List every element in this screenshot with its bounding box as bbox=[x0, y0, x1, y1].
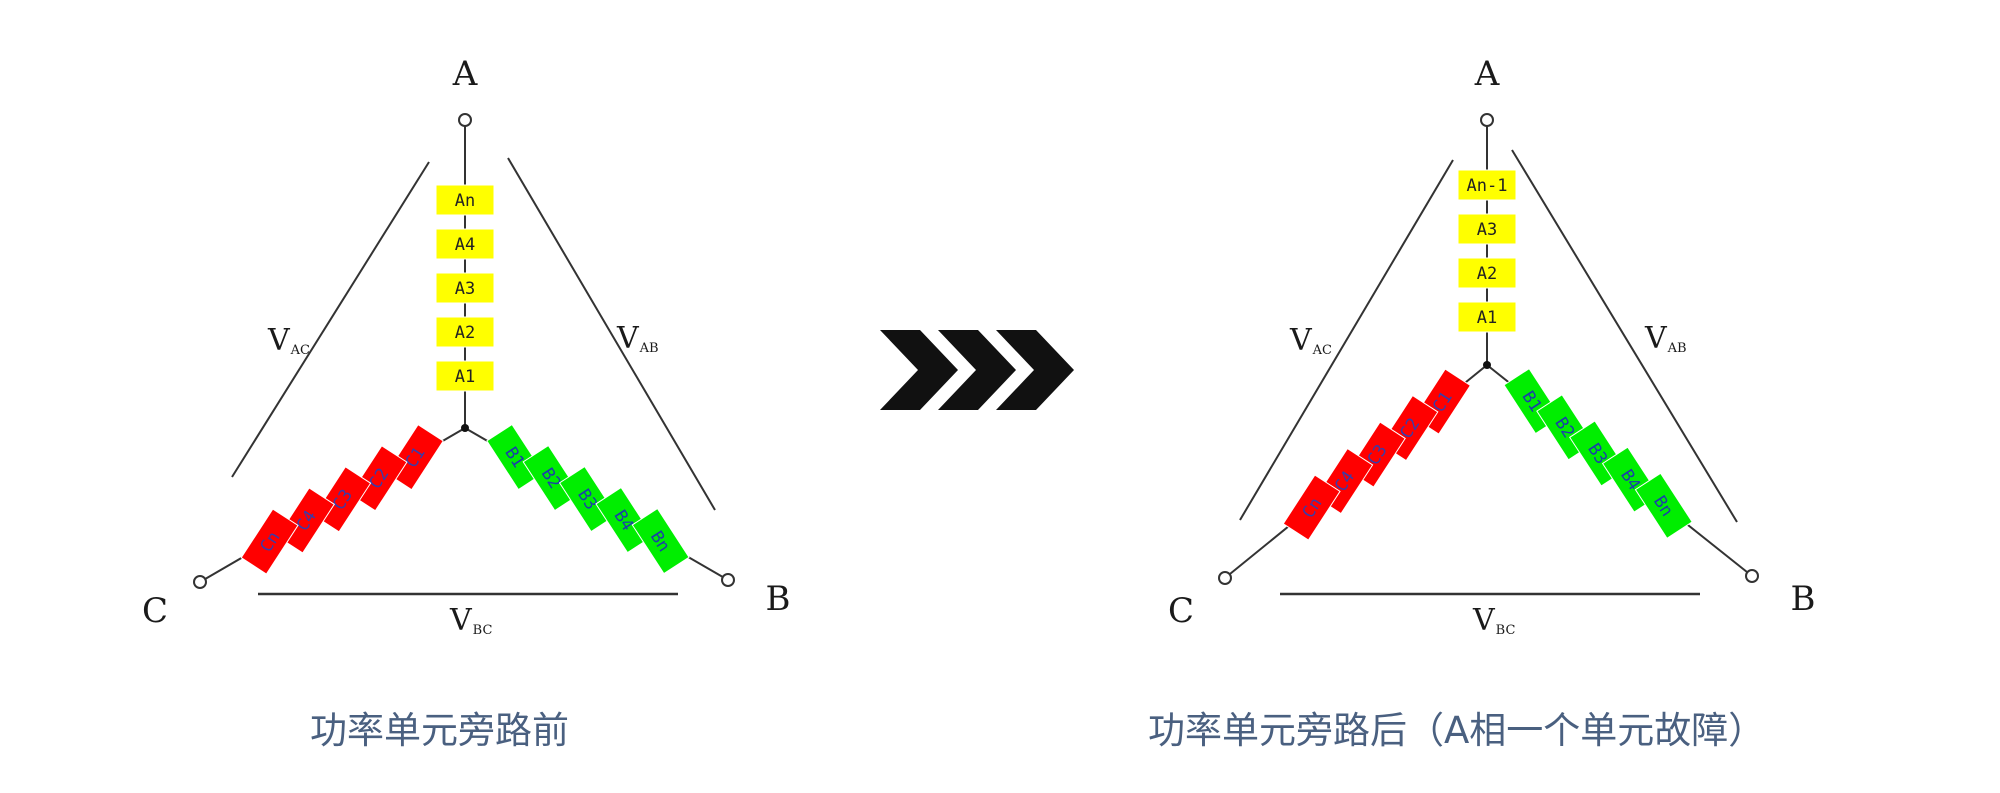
node-label-b: B bbox=[1791, 579, 1816, 619]
phase-a-cell: A2 bbox=[435, 316, 495, 348]
phase-a-cell-label: A2 bbox=[1477, 264, 1497, 284]
phase-a-cell-label: A1 bbox=[1477, 308, 1497, 328]
terminal-b bbox=[721, 573, 735, 587]
phase-c-cell: C2 bbox=[349, 445, 408, 512]
phase-a-cell-label: A4 bbox=[455, 235, 475, 255]
phase-a-cell: A4 bbox=[435, 228, 495, 260]
v-ab-line bbox=[1511, 149, 1738, 523]
phase-b-cell: Bn bbox=[1634, 472, 1693, 539]
phase-a-cell: A3 bbox=[435, 272, 495, 304]
voltage-label-ac: VAC bbox=[1289, 323, 1332, 358]
v-ab-line bbox=[507, 157, 716, 511]
phase-a-cell: A1 bbox=[1457, 301, 1517, 333]
phase-a-cell: A1 bbox=[435, 360, 495, 392]
terminal-a bbox=[458, 113, 472, 127]
phase-c-cell: Cn bbox=[240, 508, 299, 575]
voltage-label-bc: VBC bbox=[1472, 603, 1515, 638]
phase-a-cell: An-1 bbox=[1457, 169, 1517, 201]
phase-a-cell-label: A1 bbox=[455, 367, 475, 387]
terminal-a bbox=[1480, 113, 1494, 127]
phase-a-cell-label: An-1 bbox=[1467, 176, 1508, 196]
voltage-label-bc: VBC bbox=[449, 603, 492, 638]
voltage-label-ab: VAB bbox=[1644, 321, 1687, 356]
phase-a-cell: A3 bbox=[1457, 213, 1517, 245]
phase-a-cell: An bbox=[435, 184, 495, 216]
voltage-label-ac: VAC bbox=[267, 323, 310, 358]
terminal-c bbox=[193, 575, 207, 589]
voltage-label-ab: VAB bbox=[616, 321, 659, 356]
star-point bbox=[461, 424, 469, 432]
phase-a-cell: A2 bbox=[1457, 257, 1517, 289]
phase-b-cell: B2 bbox=[522, 444, 581, 512]
node-label-c: C bbox=[142, 591, 168, 631]
phase-c-cell: Cn bbox=[1282, 474, 1341, 541]
phase-b-cell: B1 bbox=[486, 423, 545, 491]
terminal-c bbox=[1218, 571, 1232, 585]
phase-b-cell: Bn bbox=[631, 507, 690, 575]
phase-b-cell: B4 bbox=[595, 486, 654, 554]
phase-a-cell-label: A3 bbox=[455, 279, 475, 299]
phase-c-cell: C1 bbox=[385, 423, 444, 491]
caption-after-bypass: 功率单元旁路后（A相一个单元故障） bbox=[1148, 709, 1766, 752]
phase-b-cell: B3 bbox=[558, 465, 618, 533]
node-label-a: A bbox=[1474, 54, 1500, 94]
triple-chevron-right-icon bbox=[880, 330, 1074, 410]
phase-a-cell-label: A2 bbox=[455, 323, 475, 343]
phase-c-cell: C3 bbox=[313, 466, 372, 533]
v-ac-line bbox=[231, 161, 430, 478]
phase-c-cell: C4 bbox=[276, 487, 335, 554]
star-point bbox=[1483, 361, 1491, 369]
phase-a-cell-label: An bbox=[455, 191, 475, 211]
node-label-a: A bbox=[452, 54, 478, 94]
phase-a-cell-label: A3 bbox=[1477, 220, 1497, 240]
v-ac-line bbox=[1239, 159, 1454, 521]
node-label-c: C bbox=[1168, 591, 1194, 631]
node-label-b: B bbox=[766, 579, 791, 619]
caption-before-bypass: 功率单元旁路前 bbox=[310, 709, 569, 752]
terminal-b bbox=[1745, 569, 1759, 583]
